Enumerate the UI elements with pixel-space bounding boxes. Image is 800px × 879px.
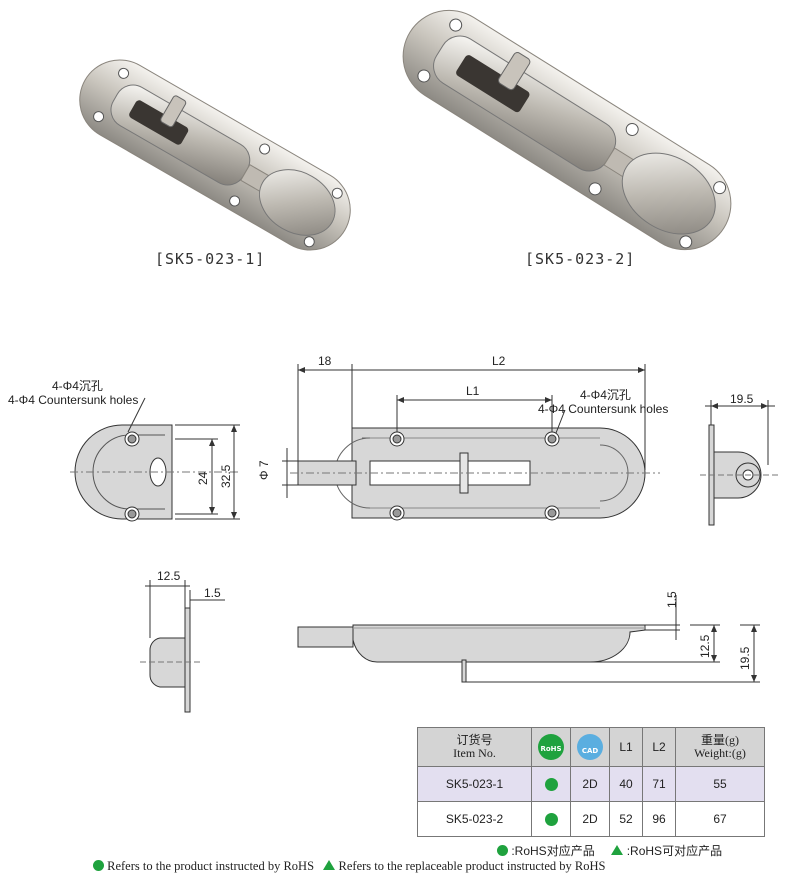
cell-item: SK5-023-2 <box>417 801 532 837</box>
rohs-dot-icon <box>497 845 508 856</box>
dim-l1: L1 <box>466 384 480 398</box>
dimension-arrows <box>209 367 768 682</box>
table-header-row: 订货号 Item No. RoHS CAD L1 L2 重量(g) Weight… <box>417 727 765 767</box>
side-view-main <box>297 595 760 683</box>
cell-l1: 40 <box>609 766 643 802</box>
cell-cad: 2D <box>570 766 610 802</box>
legend-rohs-cn: :RoHS对应产品 <box>511 844 595 858</box>
hole-note-cn-left: 4-Φ4沉孔 <box>52 379 103 393</box>
dim-12-5-side: 12.5 <box>698 634 712 658</box>
header-weight-en: Weight:(g) <box>694 746 746 760</box>
technical-drawing: 18 L2 L1 19.5 12.5 1.5 Φ 7 24 32.5 1.5 1… <box>8 354 780 713</box>
dim-phi7: Φ 7 <box>257 460 271 480</box>
dim-12-5-left: 12.5 <box>157 569 181 583</box>
legend-rohs-en: Refers to the product instructed by RoHS <box>107 859 315 873</box>
product-image-sk5-023-1 <box>79 59 351 251</box>
rohs-icon: RoHS <box>538 734 564 760</box>
rohs-dot-icon <box>544 813 558 827</box>
header-l2: L2 <box>642 727 676 767</box>
cell-rohs <box>531 801 571 837</box>
header-l1: L1 <box>609 727 643 767</box>
header-cad: CAD <box>570 727 610 767</box>
dim-24: 24 <box>196 471 210 485</box>
legend-en-line: Refers to the product instructed by RoHS… <box>93 859 605 874</box>
rohs-triangle-icon <box>323 860 336 870</box>
end-view-right <box>700 400 780 526</box>
rohs-dot-icon <box>93 860 104 871</box>
legend-rohs-alt-cn: :RoHS可对应产品 <box>626 844 723 858</box>
header-weight: 重量(g) Weight:(g) <box>675 727 765 767</box>
dim-1-5-side: 1.5 <box>665 591 679 608</box>
table-row: SK5-023-2 2D 52 96 67 <box>417 801 765 837</box>
cell-l2: 96 <box>642 801 676 837</box>
dim-19-5-top: 19.5 <box>730 392 754 406</box>
caption-sk5-023-2: [SK5-023-2] <box>525 250 636 268</box>
side-view-left <box>140 580 225 713</box>
cell-weight: 67 <box>675 801 765 837</box>
spec-table: 订货号 Item No. RoHS CAD L1 L2 重量(g) Weight… <box>417 727 765 837</box>
cell-cad: 2D <box>570 801 610 837</box>
rohs-dot-icon <box>544 778 558 792</box>
dim-19-5-side: 19.5 <box>738 646 752 670</box>
dim-32-5: 32.5 <box>219 464 233 488</box>
cell-rohs <box>531 766 571 802</box>
top-view-main <box>282 364 660 521</box>
cell-l2: 71 <box>642 766 676 802</box>
dim-l2: L2 <box>492 354 506 368</box>
hole-note-en-left: 4-Φ4 Countersunk holes <box>8 393 138 407</box>
cell-l1: 52 <box>609 801 643 837</box>
header-rohs: RoHS <box>531 727 571 767</box>
legend-rohs-alt-en: Refers to the replaceable product instru… <box>338 859 606 873</box>
cell-item: SK5-023-1 <box>417 766 532 802</box>
caption-sk5-023-1: [SK5-023-1] <box>155 250 266 268</box>
cad-icon: CAD <box>577 734 603 760</box>
table-row: SK5-023-1 2D 40 71 55 <box>417 766 765 802</box>
header-item-en: Item No. <box>453 746 496 760</box>
header-item-cn: 订货号 <box>456 733 493 747</box>
product-image-sk5-023-2 <box>402 9 732 251</box>
hole-note-cn-right: 4-Φ4沉孔 <box>580 388 631 402</box>
legend-cn-line: :RoHS对应产品 :RoHS可对应产品 <box>497 842 722 859</box>
header-weight-cn: 重量(g) <box>701 733 739 747</box>
rohs-triangle-icon <box>611 845 624 855</box>
end-view-left <box>70 397 240 522</box>
dim-1-5-left: 1.5 <box>204 586 221 600</box>
cell-weight: 55 <box>675 766 765 802</box>
hole-note-en-right: 4-Φ4 Countersunk holes <box>538 402 668 416</box>
dim-18: 18 <box>318 354 332 368</box>
header-item-no: 订货号 Item No. <box>417 727 532 767</box>
product-photos <box>79 9 732 251</box>
